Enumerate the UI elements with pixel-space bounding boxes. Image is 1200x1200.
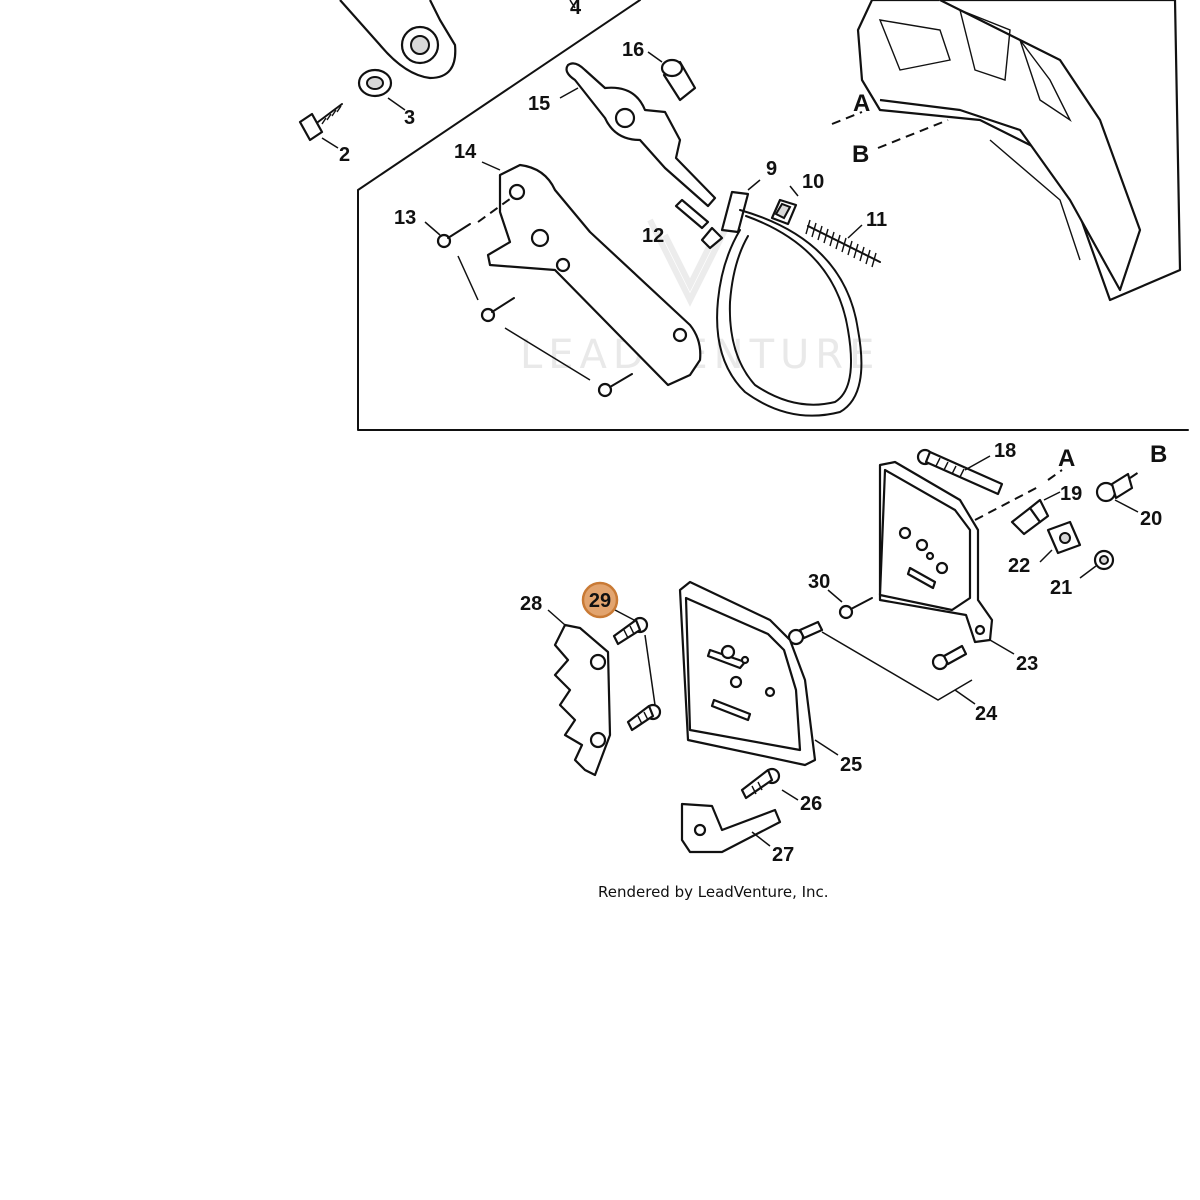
part-16-sleeve: [660, 58, 697, 102]
part-4-lever: [339, 0, 457, 80]
callout-19: 19: [1060, 483, 1082, 505]
callout-18: 18: [994, 440, 1016, 462]
callout-labels: 4 3 2 16 15 14 13 12 9 10 11 18 19 20 22…: [339, 0, 1162, 866]
callout-27: 27: [772, 844, 794, 866]
part-12-pin: [674, 198, 710, 230]
part-2-screw: [298, 103, 343, 142]
inset-frame: [357, 0, 1189, 431]
part-housing: [856, 0, 1182, 302]
callout-25: 25: [840, 754, 862, 776]
marker-b-bottom: B: [1150, 441, 1167, 468]
callout-13: 13: [394, 207, 416, 229]
callout-24: 24: [975, 703, 998, 725]
part-20-gear: [1095, 469, 1143, 503]
callout-30: 30: [808, 571, 830, 593]
part-24-screws: [787, 620, 968, 671]
part-25-plate: [678, 580, 817, 767]
part-28-spike-bumper: [553, 623, 612, 777]
callout-29[interactable]: 29: [589, 590, 611, 612]
marker-a-bottom: A: [1058, 445, 1075, 472]
part-21-gear: [1093, 549, 1115, 571]
callout-9: 9: [766, 158, 777, 180]
callout-26: 26: [800, 793, 822, 815]
part-10-block: [770, 198, 798, 226]
callout-2: 2: [339, 144, 350, 166]
part-30-screw: [838, 597, 873, 620]
part-19-adjuster: [1010, 498, 1050, 536]
callout-3: 3: [404, 107, 415, 129]
callout-29-highlighted[interactable]: 29: [581, 581, 619, 619]
part-3-bushing: [357, 68, 393, 98]
callout-28: 28: [520, 593, 542, 615]
part-13-screws: [436, 223, 633, 398]
part-27-bracket: [680, 802, 782, 854]
callout-20: 20: [1140, 508, 1162, 530]
part-11-spring: [805, 219, 881, 268]
callout-10: 10: [802, 171, 824, 193]
marker-line-b-top: [877, 119, 949, 149]
callout-12: 12: [642, 225, 664, 247]
part-22-nut: [1046, 520, 1082, 555]
highlight-circle[interactable]: [581, 581, 619, 619]
part-23-cover-plate: [878, 460, 994, 644]
marker-a-top: A: [853, 90, 870, 117]
marker-b-top: B: [852, 141, 869, 168]
part-18-tension-bolt: [916, 448, 1004, 496]
callout-23: 23: [1016, 653, 1038, 675]
marker-line-a-top: [831, 111, 863, 125]
part-15-brake-lever: [565, 62, 717, 208]
callout-21: 21: [1050, 577, 1072, 599]
part-9-brake-band: [700, 190, 863, 417]
callout-11: 11: [866, 209, 887, 231]
part-29-screws: [612, 616, 662, 732]
callout-4: 4: [570, 0, 582, 19]
callout-14: 14: [454, 141, 477, 163]
callout-22: 22: [1008, 555, 1030, 577]
callout-15: 15: [528, 93, 550, 115]
callout-16: 16: [622, 39, 644, 61]
part-14-guard-plate: [486, 163, 702, 387]
part-26-screw: [740, 767, 781, 800]
footer-credit: Rendered by LeadVenture, Inc.: [598, 883, 829, 901]
